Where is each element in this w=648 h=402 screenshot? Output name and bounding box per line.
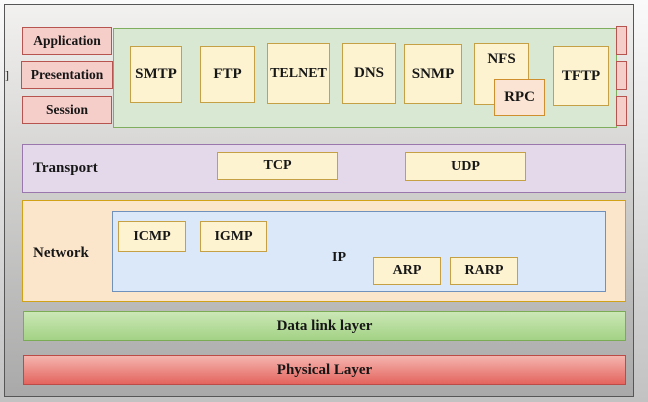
ip-label: IP [332, 250, 346, 265]
datalink-band: Data link layer [23, 311, 626, 341]
physical-band: Physical Layer [23, 355, 626, 385]
clipped-layer-box-right-3 [616, 96, 627, 126]
layer-box-presentation: Presentation [21, 61, 113, 89]
protocol-box-rpc: RPC [494, 79, 545, 116]
transport-label: Transport [33, 160, 98, 176]
clipped-layer-box-right-2 [616, 61, 627, 90]
protocol-box-ftp: FTP [200, 46, 255, 103]
protocol-box-snmp: SNMP [404, 44, 462, 104]
protocol-box-igmp: IGMP [200, 221, 267, 252]
ip-container-box [112, 211, 606, 292]
protocol-box-smtp: SMTP [130, 46, 182, 103]
protocol-box-udp: UDP [405, 152, 526, 181]
clipped-layer-box-right-1 [616, 26, 627, 55]
layer-box-session: Session [22, 96, 112, 124]
protocol-box-rarp: RARP [450, 257, 518, 285]
protocol-box-tcp: TCP [217, 152, 338, 180]
protocol-box-icmp: ICMP [118, 221, 186, 252]
layer-box-application: Application [22, 27, 112, 55]
protocol-box-dns: DNS [342, 43, 396, 104]
protocol-box-tftp: TFTP [553, 46, 609, 106]
protocol-box-arp: ARP [373, 257, 441, 285]
stray-bracket-text: ] [5, 68, 9, 82]
protocol-box-telnet: TELNET [267, 43, 330, 104]
network-label: Network [33, 245, 89, 261]
